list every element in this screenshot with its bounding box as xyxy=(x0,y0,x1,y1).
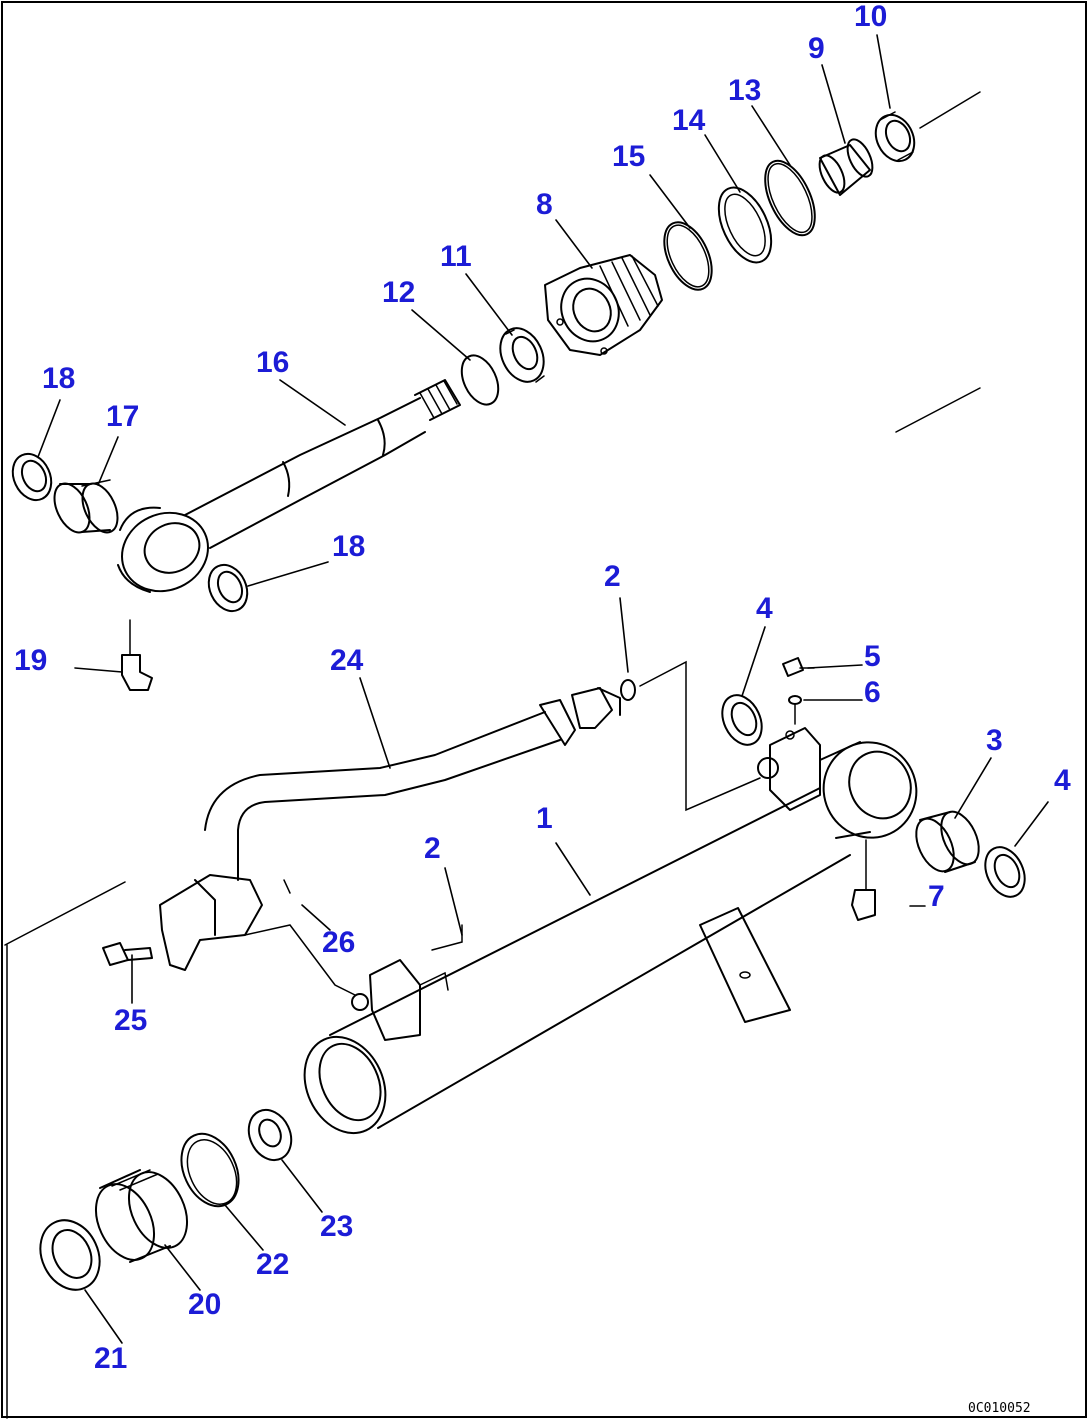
break-line-left xyxy=(4,881,126,946)
part-19-grease-fitting xyxy=(121,619,153,691)
callout-3: 3 xyxy=(986,724,1003,757)
part-7-grease-fitting xyxy=(851,839,876,921)
callout-20: 20 xyxy=(188,1288,221,1321)
callout-10: 10 xyxy=(854,0,887,33)
part-4-seal-right xyxy=(984,846,1026,898)
part-10-dust-seal xyxy=(874,111,916,163)
part-13-o-ring xyxy=(764,159,816,237)
part-12-snap-ring xyxy=(460,354,500,406)
callout-1: 1 xyxy=(536,802,553,835)
callout-16: 16 xyxy=(256,346,289,379)
part-1-cylinder-tube xyxy=(303,727,918,1135)
callout-8: 8 xyxy=(536,188,553,221)
part-22-wear-ring xyxy=(180,1132,240,1208)
part-9-bushing xyxy=(818,138,874,196)
center-line-upper-2 xyxy=(895,387,981,433)
callout-19: 19 xyxy=(14,644,47,677)
callout-2-bottom: 2 xyxy=(424,832,441,865)
part-8-cylinder-head xyxy=(544,254,663,356)
part-18-seal-upper xyxy=(11,452,53,502)
callout-24: 24 xyxy=(330,644,364,677)
callout-2-top: 2 xyxy=(604,560,621,593)
part-11-nut xyxy=(499,327,545,383)
callout-11: 11 xyxy=(440,240,472,273)
callout-18-lower: 18 xyxy=(332,530,365,563)
callout-14: 14 xyxy=(672,104,706,137)
part-23-nut xyxy=(247,1108,293,1162)
callout-labels: 1 2 2 3 4 4 5 6 7 8 9 10 11 12 13 14 15 … xyxy=(14,0,1071,1375)
part-21-seal xyxy=(39,1219,101,1291)
drawing-code: 0C010052 xyxy=(968,1401,1031,1416)
callout-26: 26 xyxy=(322,926,355,959)
part-3-bushing xyxy=(915,810,980,873)
part-18-seal-lower xyxy=(207,563,249,613)
part-5-bolt xyxy=(782,657,815,677)
center-line-upper xyxy=(919,91,981,129)
callout-13: 13 xyxy=(728,74,761,107)
callout-21: 21 xyxy=(94,1342,127,1375)
callout-9: 9 xyxy=(808,32,825,65)
callout-15: 15 xyxy=(612,140,645,173)
part-6-washer xyxy=(788,695,802,725)
bracket-assembly xyxy=(159,874,356,996)
part-26-o-ring xyxy=(283,879,291,894)
callout-22: 22 xyxy=(256,1248,289,1281)
callout-4-left: 4 xyxy=(756,592,773,625)
part-17-bushing xyxy=(53,479,119,534)
part-20-piston xyxy=(94,1169,189,1263)
part-24-pipe xyxy=(204,687,621,881)
part-2-o-ring-bottom xyxy=(431,924,463,951)
callout-18-upper: 18 xyxy=(42,362,75,395)
callout-17: 17 xyxy=(106,400,139,433)
callout-23: 23 xyxy=(320,1210,353,1243)
part-25-bolt xyxy=(102,942,153,966)
callout-5: 5 xyxy=(864,640,881,673)
callout-25: 25 xyxy=(114,1004,147,1037)
part-4-seal-left xyxy=(721,694,763,746)
part-15-o-ring xyxy=(663,221,713,291)
leader-lines xyxy=(37,34,1049,1344)
callout-7: 7 xyxy=(928,880,945,913)
part-16-piston-rod xyxy=(117,379,461,593)
callout-4-right: 4 xyxy=(1054,764,1071,797)
part-2-o-ring-top xyxy=(620,660,761,812)
callout-6: 6 xyxy=(864,676,881,709)
part-14-backup-ring xyxy=(717,186,773,264)
callout-12: 12 xyxy=(382,276,415,309)
